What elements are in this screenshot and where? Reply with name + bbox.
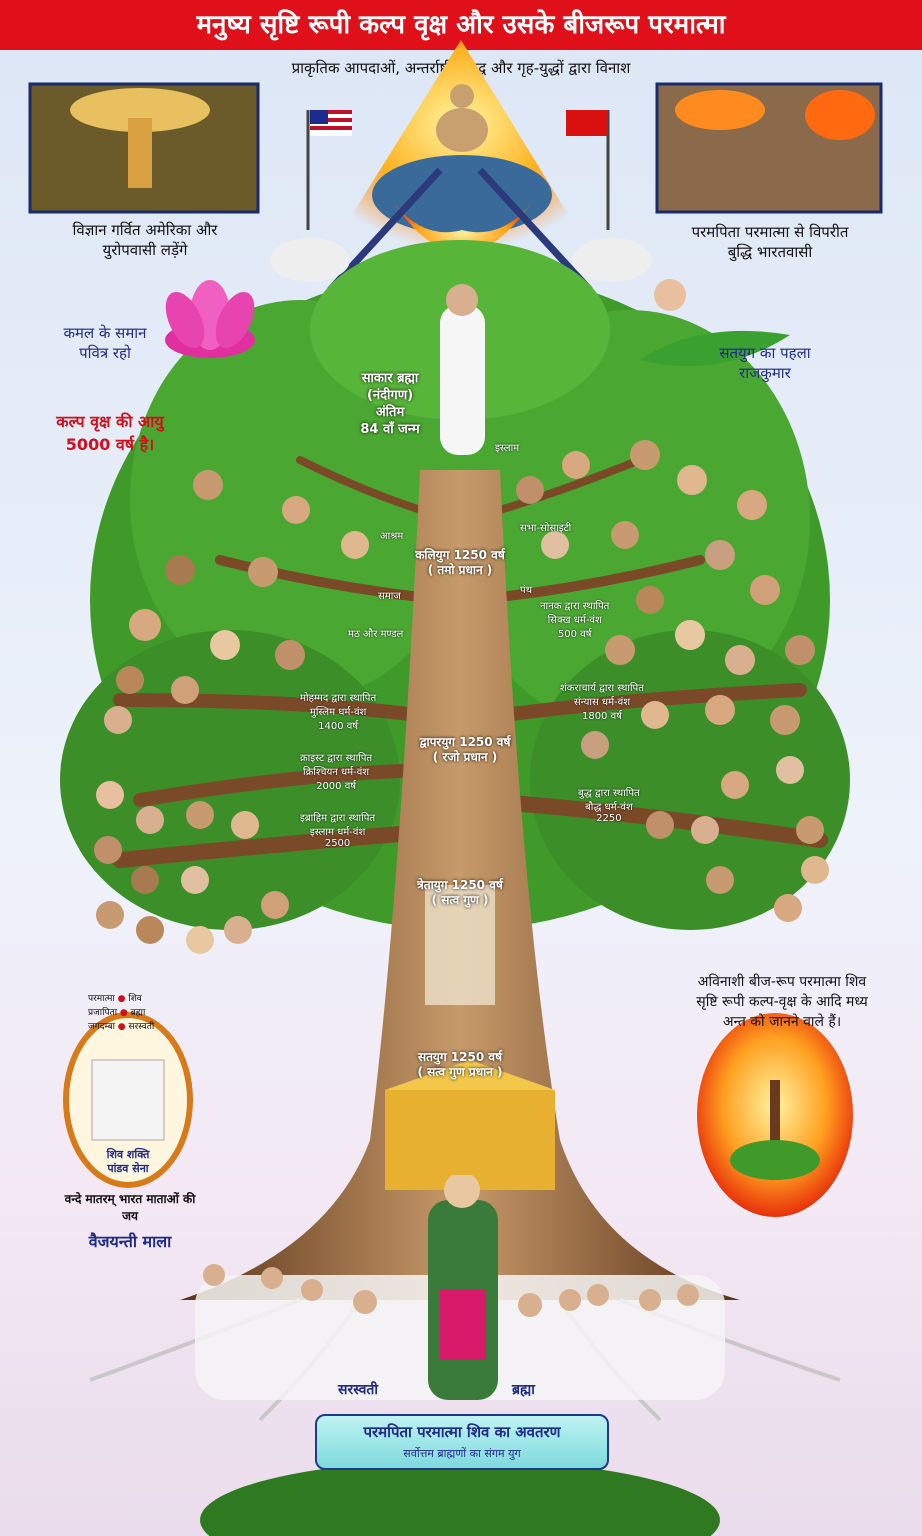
cat-soldier-right	[572, 238, 652, 282]
saraswati-label: सरस्वती	[338, 1382, 379, 1398]
branch-label-sanyas: शंकराचार्य द्वारा स्थापित संन्यास धर्म-व…	[560, 683, 644, 722]
dwaparyug-label: द्वापरयुग 1250 वर्ष ( रजो प्रधान )	[419, 735, 511, 764]
branch-label-sikh: नानक द्वारा स्थापित सिक्ख धर्म-वंश 500 व…	[540, 601, 610, 640]
brahma-figure	[440, 305, 485, 455]
branch-label-islam: इस्लाम	[495, 443, 520, 454]
ussr-flag-icon	[566, 110, 608, 136]
tretayug-label: त्रेतायुग 1250 वर्ष ( सत्व गुण )	[417, 878, 503, 907]
branch-label-sabha: सभा-सोसाइटी	[520, 523, 572, 534]
branch-label-muslim: मोहम्मद द्वारा स्थापित मुस्लिम धर्म-वंश …	[300, 693, 377, 732]
branch-label-buddh: बुद्ध द्वारा स्थापित बौद्ध धर्म-वंश 2250	[578, 788, 640, 824]
satyug-label: सतयुग 1250 वर्ष ( सत्व गुण प्रधान )	[417, 1050, 503, 1079]
brahma-label: साकार ब्रह्मा (नंदीगण) अंतिम 84 वाँ जन्म	[360, 371, 420, 437]
medallion-text: शिव शक्ति पांडव सेना	[106, 1148, 150, 1175]
kaliyug-label: कलियुग 1250 वर्ष ( तमो प्रधान )	[415, 548, 505, 577]
kalpa-age-note: कल्प वृक्ष की आयु 5000 वर्ष है।	[56, 412, 164, 454]
treta-panel	[425, 885, 495, 1005]
legend-item: जगदम्बा	[88, 1022, 115, 1032]
vaijayanti-label: वैजयन्ती माला	[88, 1232, 172, 1251]
lotus-icon	[165, 280, 255, 358]
peepal-leaf	[640, 330, 790, 367]
baby-krishna	[654, 279, 686, 311]
branch-label-ibrahim: इब्राहिम द्वारा स्थापित इस्लाम धर्म-वंश …	[300, 813, 376, 849]
globe	[372, 155, 552, 235]
branch-label-math: मठ और मण्डल	[348, 629, 404, 640]
medallion-ring-text: वन्दे मातरम् भारत माताओं की जय	[64, 1192, 196, 1223]
branch-label-christian: क्राइस्ट द्वारा स्थापित क्रिश्चियन धर्म-…	[300, 753, 373, 792]
legend-item: परमात्मा	[88, 994, 115, 1004]
banner-subtitle: सर्वोत्तम ब्राह्मणों का संगम युग	[403, 1447, 521, 1460]
legend-item: शिव	[128, 994, 142, 1004]
mushroom-cloud	[70, 88, 210, 132]
avataran-banner: परमपिता परमात्मा शिव का अवतरण सर्वोत्तम …	[315, 1414, 609, 1470]
people-faces	[94, 440, 829, 954]
branch-label-samaj: समाज	[378, 591, 401, 602]
caption-lotus: कमल के समान पवित्र रहो	[63, 324, 147, 362]
legend-item: ब्रह्मा	[130, 1008, 146, 1018]
bottom-foliage	[200, 1460, 720, 1536]
branch-label-ashram: आश्रम	[380, 531, 404, 542]
fire-icon	[395, 205, 530, 253]
caption-west-war: विज्ञान गर्वित अमेरिका और युरोपवासी लड़े…	[72, 221, 218, 259]
legend-item: प्रजापिता	[88, 1008, 118, 1018]
seed-description: अविनाशी बीज-रूप परमात्मा शिव सृष्टि रूपी…	[696, 974, 868, 1030]
meditating-shiva	[436, 108, 488, 152]
caption-first-prince: सतयुग का पहला राजकुमार	[719, 344, 811, 382]
cat-soldier-left	[270, 238, 350, 282]
branch-label-panth: पंथ	[520, 585, 533, 596]
legend-item: सरस्वती	[128, 1022, 155, 1032]
banner-title: परमपिता परमात्मा शिव का अवतरण	[363, 1423, 561, 1441]
caption-indians: परमपिता परमात्मा से विपरीत बुद्धि भारतवा…	[691, 223, 849, 261]
brahma-name-label: ब्रह्मा	[512, 1382, 535, 1398]
legend: परमात्मा ● शिव प्रजापिता ● ब्रह्मा जगदम्…	[88, 994, 155, 1032]
